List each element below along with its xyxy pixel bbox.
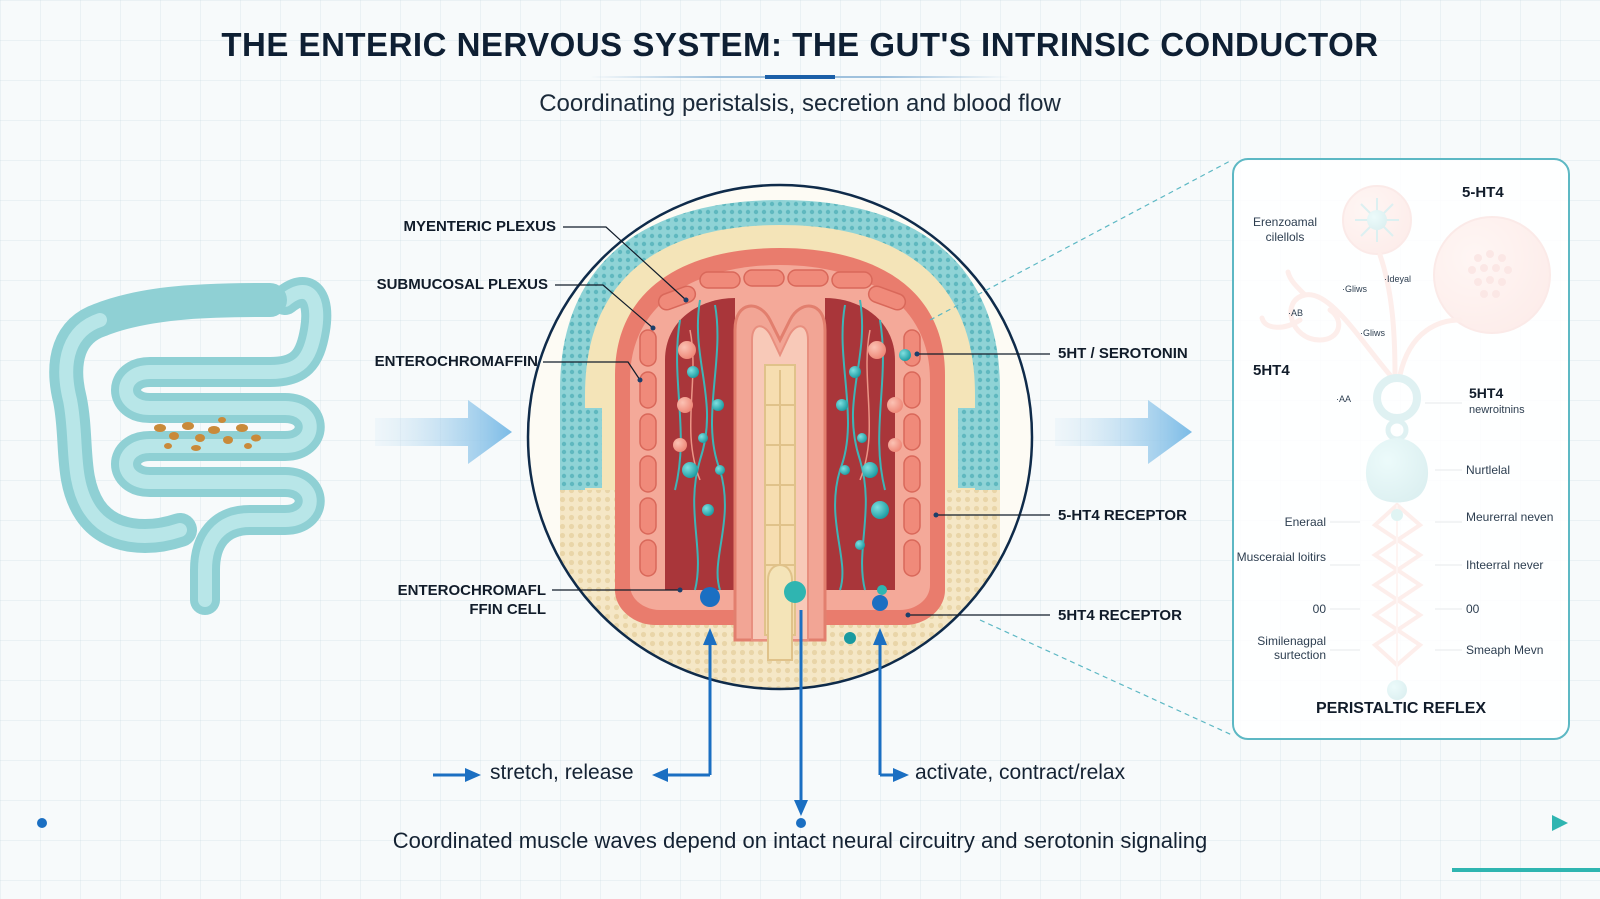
- corner-accent: [1452, 868, 1600, 872]
- inset-tiny-label-2: ·Ideyal: [1384, 274, 1412, 284]
- label-ec-cell-line1: ENTEROCHROMAFL: [397, 582, 546, 599]
- footer-caption: Coordinated muscle waves depend on intac…: [392, 828, 1208, 853]
- inset-left-item-3: 00: [1312, 602, 1326, 616]
- inset-label-5ht4-top: 5-HT4: [1462, 184, 1504, 201]
- inset-right-item-3: Ihteerral never: [1466, 558, 1544, 572]
- label-submucosal-plexus: SUBMUCOSAL PLEXUS: [376, 276, 548, 293]
- title-divider-accent: [765, 75, 835, 79]
- inset-right-item-2: Meurerral neven: [1466, 510, 1554, 524]
- right-leader-lines: [908, 353, 1050, 616]
- intestine-illustration: [49, 277, 332, 615]
- inset-right-item-4: 00: [1466, 602, 1480, 616]
- inset-left-item-4: Similenagpal surtection: [1257, 634, 1326, 662]
- inset-label-5ht4-left: 5HT4: [1253, 362, 1290, 379]
- inset-tiny-label-5: ·AA: [1336, 394, 1352, 404]
- peristaltic-reflex-panel: [1232, 158, 1570, 740]
- inset-label-neurotransmitters: newroitnins: [1469, 404, 1525, 416]
- label-stretch-release: stretch, release: [490, 761, 634, 784]
- label-serotonin: 5HT / SEROTONIN: [1058, 345, 1188, 362]
- inset-tiny-label-1: ·Gliws: [1342, 284, 1367, 294]
- flow-arrow-right: [1055, 400, 1192, 464]
- signal-arrows: [433, 587, 909, 816]
- inset-label-5ht4-right: 5HT4: [1469, 385, 1504, 401]
- inset-title: PERISTALTIC REFLEX: [1315, 700, 1487, 717]
- inset-tiny-label-4: ·AB: [1288, 308, 1304, 318]
- label-enterochromaffin: ENTEROCHROMAFFIN: [374, 353, 538, 370]
- page-title: THE ENTERIC NERVOUS SYSTEM: THE GUT'S IN…: [221, 26, 1379, 63]
- inset-tiny-label-3: ·Gliws: [1360, 328, 1385, 338]
- inset-right-item-1: Nurtlelal: [1466, 463, 1511, 477]
- inset-right-item-5: Smeaph Mevn: [1466, 643, 1544, 657]
- inset-label-cell-line1: Erenzoamal: [1252, 215, 1318, 229]
- label-ec-cell-line2: FFIN CELL: [469, 601, 546, 618]
- timeline-bar: [37, 815, 1568, 831]
- page-subtitle: Coordinating peristalsis, secretion and …: [539, 90, 1061, 117]
- label-5ht4-receptor-1: 5-HT4 RECEPTOR: [1058, 507, 1187, 524]
- label-activate-contract: activate, contract/relax: [915, 761, 1126, 784]
- left-leader-lines: [543, 226, 687, 591]
- label-myenteric-plexus: MYENTERIC PLEXUS: [403, 218, 556, 235]
- flow-arrow-left: [375, 400, 512, 464]
- inset-left-item-1: Eneraal: [1284, 515, 1326, 529]
- inset-label-cell-line2: cilellols: [1265, 230, 1305, 244]
- gut-wall-cross-section: [526, 183, 1034, 691]
- inset-left-item-2: Musceraial loitirs: [1236, 550, 1326, 564]
- zoom-guide-lines: [929, 159, 1233, 736]
- label-5ht4-receptor-2: 5HT4 RECEPTOR: [1058, 607, 1182, 624]
